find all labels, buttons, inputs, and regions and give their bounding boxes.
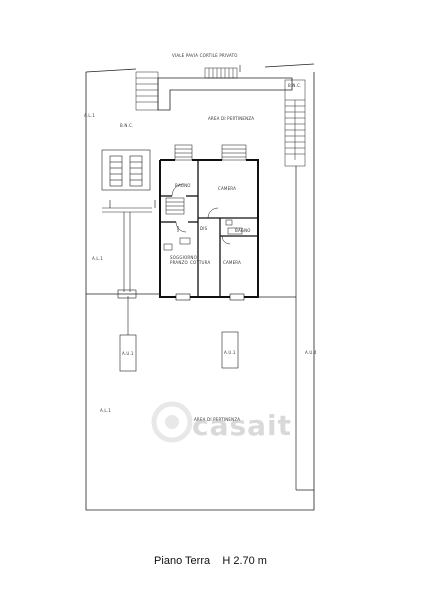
plan-caption: Piano Terra H 2.70 m — [154, 555, 267, 567]
stair-right — [284, 79, 306, 167]
left-pillar — [102, 207, 152, 299]
label-area-bottom: AREA DI PERTINENZA — [194, 417, 241, 422]
label-camera-1: CAMERA — [218, 186, 237, 191]
watermark-logo — [151, 401, 193, 443]
lot-boundary — [85, 72, 315, 511]
fixtures — [163, 219, 243, 251]
au1-center-box — [221, 331, 239, 369]
label-bagno-1: BAGNO — [175, 183, 191, 188]
doors — [171, 183, 231, 245]
label-al1-bottom: A.L.1 — [100, 408, 111, 413]
top-gate — [204, 67, 238, 79]
label-bnc-right: B.N.C. — [288, 83, 302, 88]
label-camera-2: CAMERA — [223, 260, 242, 265]
label-bnc-left: B.N.C. — [120, 123, 134, 128]
label-au1-left: A.U.1 — [122, 351, 134, 356]
label-cottura: COTTURA — [190, 260, 211, 265]
label-au4: A.U.4 — [305, 350, 317, 355]
label-top-corridor: VIALE PAVIA CORTILE PRIVATO — [172, 53, 238, 58]
top-walkway — [157, 77, 293, 111]
label-bagno-2: BAGNO — [235, 228, 251, 233]
flues — [174, 144, 247, 161]
lot-top-left — [85, 68, 137, 73]
arrow-marks — [109, 65, 241, 232]
label-au1-center: A.U.1 — [224, 350, 236, 355]
au1-left-box — [119, 296, 137, 372]
bottom-windows — [175, 293, 245, 301]
label-area-top: AREA DI PERTINENZA — [208, 116, 255, 121]
label-disimpegno: DIS — [200, 226, 208, 231]
courtyard-edges — [86, 166, 314, 491]
label-al1-mid: A.L.1 — [92, 256, 103, 261]
lot-top-right — [264, 63, 315, 68]
watermark-text: casait — [192, 409, 293, 442]
label-al1-top: A.L.1 — [84, 113, 95, 118]
stair-left — [101, 149, 151, 191]
label-soggiorno: SOGGIORNO PRANZO — [170, 255, 197, 265]
inner-stair — [165, 197, 185, 215]
stair-top-left — [135, 71, 159, 111]
